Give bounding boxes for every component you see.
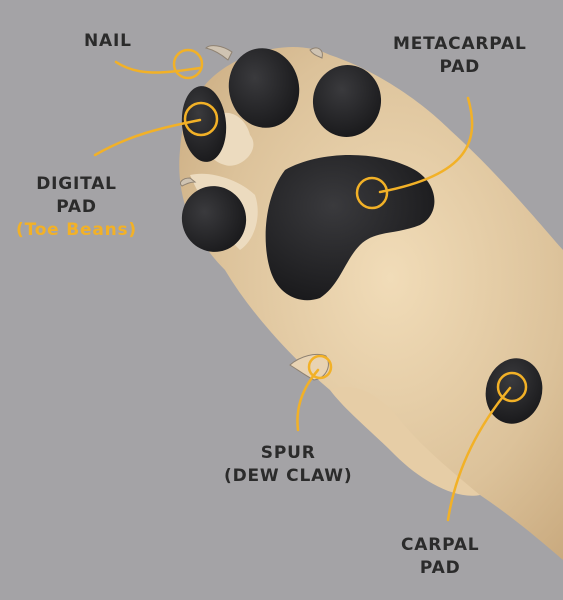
label-digital-line1: DIGITAL [36, 174, 117, 194]
callout-carpal-circle [496, 371, 528, 403]
callout-carpal-line [446, 386, 512, 522]
callout-digital-line [93, 118, 202, 157]
label-spur-line1: SPUR [260, 443, 316, 463]
nail-3 [179, 177, 197, 187]
label-metacarpal-pad: METACARPAL PAD [393, 33, 527, 79]
toe-pad-top-right [312, 65, 382, 137]
label-spur: SPUR (DEW CLAW) [224, 442, 352, 488]
callout-digital-circle [183, 101, 219, 137]
callout-metacarpal-line [378, 96, 474, 194]
nail-2 [309, 47, 323, 59]
label-carpal-line2: PAD [419, 558, 461, 578]
nail-1 [205, 45, 233, 61]
label-metacarpal-line1: METACARPAL [393, 34, 527, 54]
metacarpal-pad-shape [265, 155, 435, 301]
label-metacarpal-line2: PAD [439, 57, 481, 77]
callout-spur-circle [307, 354, 333, 380]
label-carpal-pad: CARPAL PAD [401, 534, 479, 580]
digital-pads [181, 48, 382, 252]
nails [179, 45, 323, 187]
callout-nail-line [114, 60, 202, 74]
label-nail-text: NAIL [84, 31, 132, 51]
callout-lines [93, 48, 528, 522]
label-digital-pad: DIGITAL PAD (Toe Beans) [16, 173, 137, 242]
label-digital-note: (Toe Beans) [16, 220, 137, 240]
toe-pad-left-lower [181, 186, 247, 252]
label-digital-line2: PAD [56, 197, 97, 217]
toe-pad-top-center [228, 48, 300, 128]
label-spur-line2: (DEW CLAW) [224, 466, 353, 486]
carpal-pad-shape [485, 358, 543, 424]
label-nail: NAIL [84, 30, 132, 53]
paw-fur [179, 46, 563, 560]
callout-nail-circle [172, 48, 204, 80]
lower-fur [330, 386, 480, 496]
label-carpal-line1: CARPAL [401, 535, 480, 555]
callout-metacarpal-circle [355, 176, 389, 210]
callout-spur-line [296, 368, 320, 432]
